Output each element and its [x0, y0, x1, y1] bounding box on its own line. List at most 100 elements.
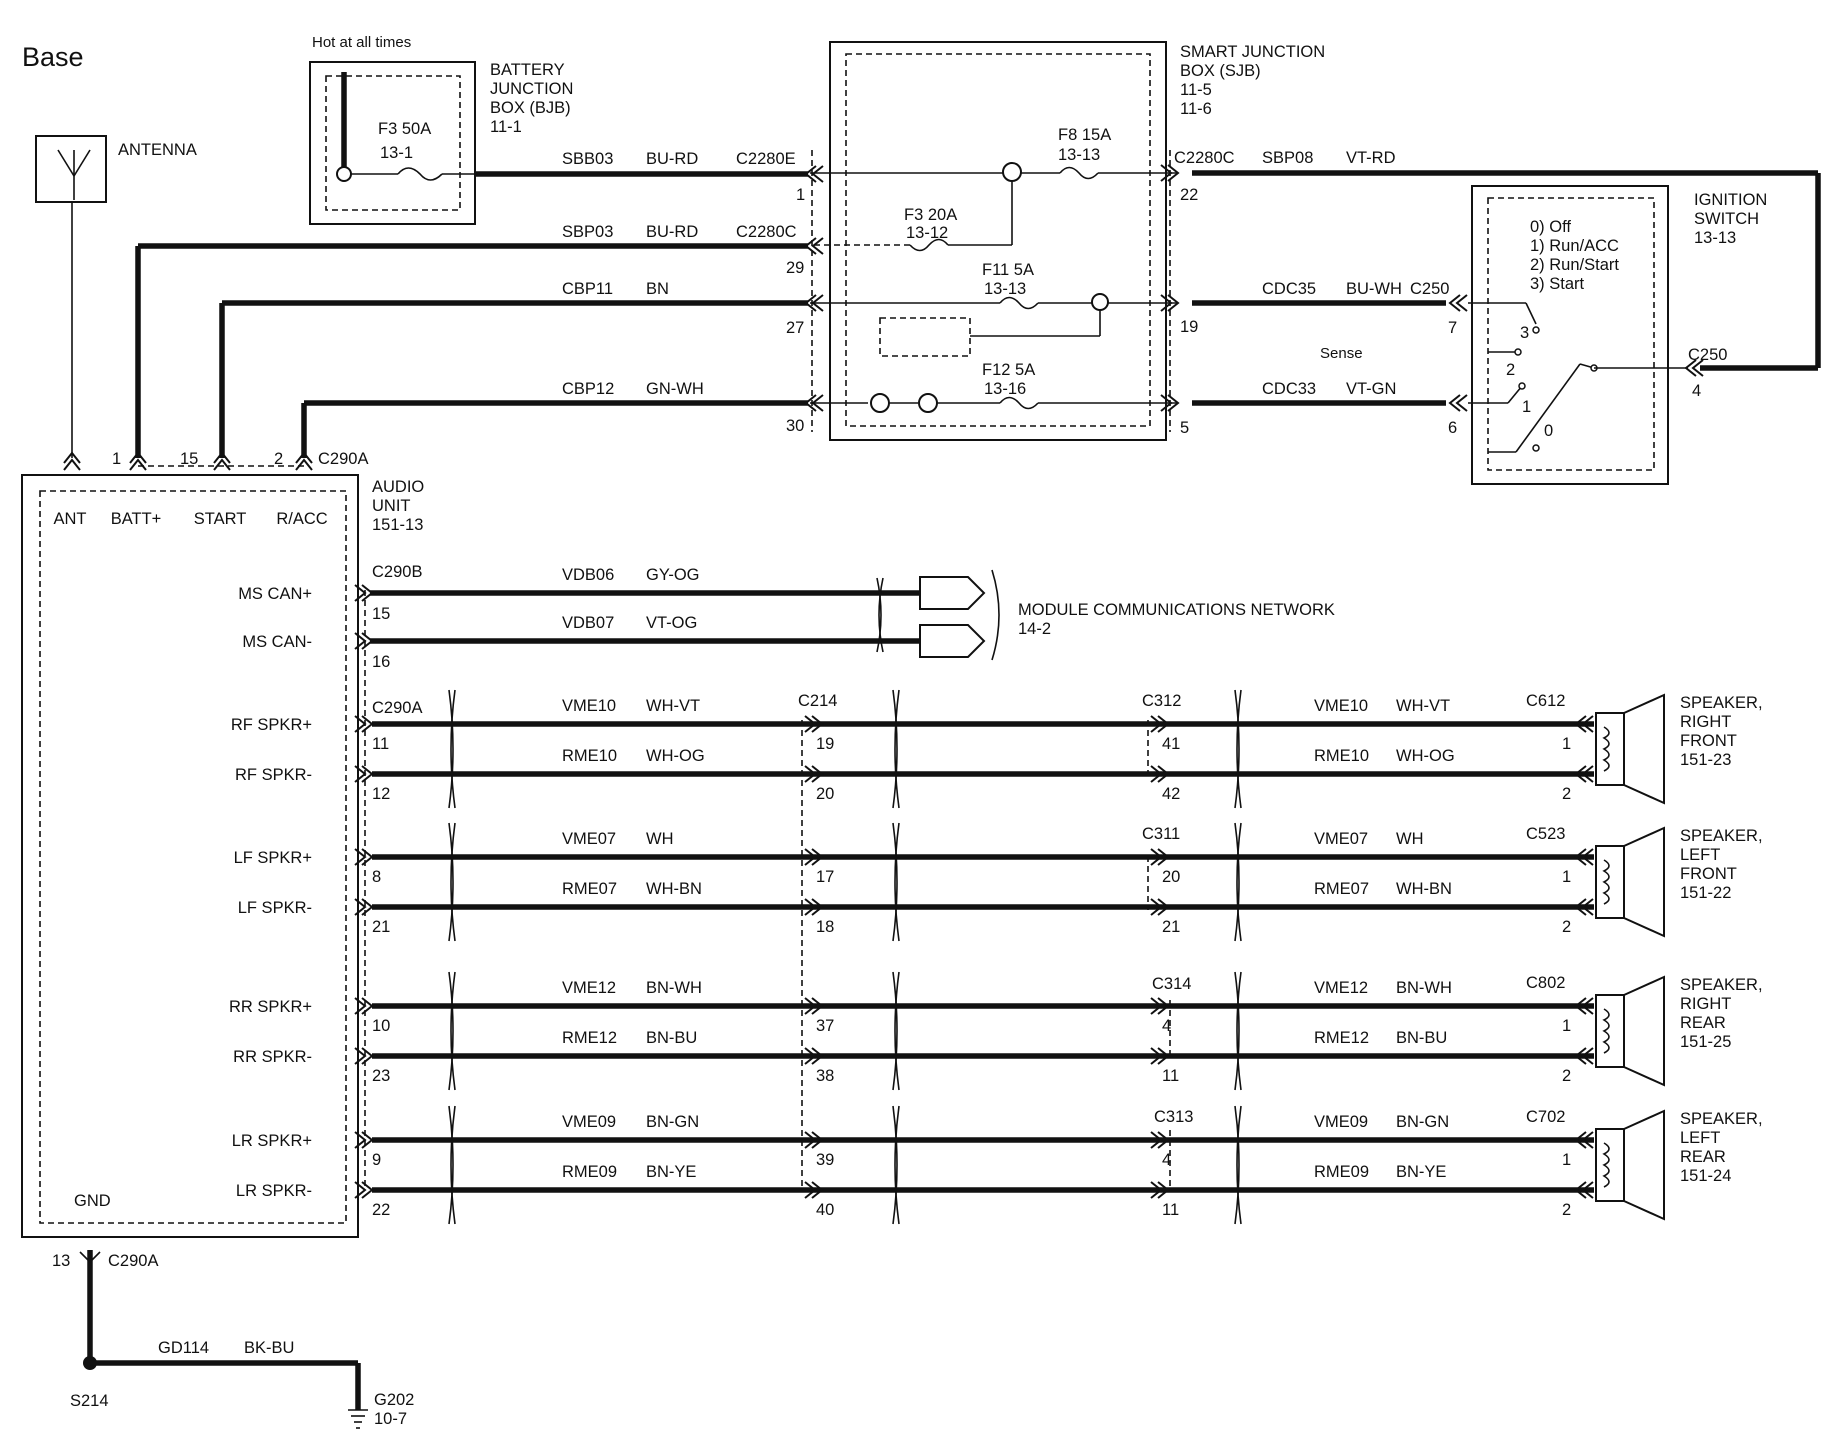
pin-label: 42 [1162, 785, 1180, 803]
circuit-label: SBP08 [1262, 149, 1313, 167]
connector-arrow [811, 165, 824, 183]
connector-arrow [361, 1131, 374, 1149]
connector-arrow [1574, 715, 1587, 733]
connector-arrow [354, 898, 367, 916]
twisted-pair-mark [894, 689, 900, 809]
speaker-label: 151-22 [1680, 884, 1731, 902]
pin-label: 1 [796, 186, 805, 204]
smart-junction-box [811, 41, 1171, 441]
connector-label: C523 [1526, 825, 1565, 843]
connector-arrow [1574, 1181, 1587, 1199]
switch-contact [1532, 444, 1540, 452]
network-label: 14-2 [1018, 620, 1051, 638]
connector-arrow [361, 765, 374, 783]
ignition-position: 3) Start [1530, 275, 1585, 293]
audio-pin-label: LR SPKR+ [232, 1132, 312, 1150]
connector-arrow [1581, 765, 1594, 783]
pin-label: 2 [1562, 1067, 1571, 1085]
circuit-label: CBP11 [562, 280, 613, 298]
connector-arrow [804, 294, 817, 312]
twisted-pair-mark [876, 577, 882, 653]
wire-color-label: GN-WH [646, 380, 704, 398]
sjb-label: BOX (SJB) [1180, 62, 1261, 80]
speaker-label: 151-25 [1680, 1033, 1731, 1051]
pin-label: 9 [372, 1151, 381, 1169]
wire-color-label: BK-BU [244, 1339, 294, 1357]
wire-color-label: VT-RD [1346, 149, 1396, 167]
twisted-pair-mark [894, 822, 900, 942]
connector-label: C214 [798, 692, 837, 710]
connector-arrow [129, 451, 147, 464]
switch-lead [1525, 302, 1537, 325]
connector-arrow [354, 1181, 367, 1199]
sjb-label: SMART JUNCTION [1180, 43, 1325, 61]
harness-guides [364, 590, 1171, 1190]
twisted-pair-mark [450, 971, 456, 1091]
audio-pin-label: RR SPKR- [233, 1048, 312, 1066]
connector-arrow [1574, 1047, 1587, 1065]
speaker-cone [1623, 975, 1665, 1087]
audio-pin-label: RF SPKR+ [231, 716, 312, 734]
sjb-fuse-f8-ref: 13-13 [1058, 146, 1100, 164]
connector-arrow [811, 1131, 824, 1149]
speaker-label: 151-24 [1680, 1167, 1731, 1185]
audio-pin-label: RF SPKR- [235, 766, 312, 784]
sjb-fuse-f3-ref: 13-12 [906, 224, 948, 242]
connector-label: C313 [1154, 1108, 1193, 1126]
connector-arrow [1157, 765, 1170, 783]
circuit-label: VME09 [562, 1113, 616, 1131]
speaker-label: SPEAKER, [1680, 1110, 1763, 1128]
connector-label: C250 [1410, 280, 1449, 298]
pin-label: 8 [372, 868, 381, 886]
connector-label: C311 [1142, 825, 1180, 843]
connector-arrow [1150, 765, 1163, 783]
connector-arrow [1160, 294, 1173, 312]
speaker-label: SPEAKER, [1680, 976, 1763, 994]
connector-arrow [1160, 394, 1173, 412]
pin-label: 23 [372, 1067, 390, 1085]
wire-color-label: WH-BN [1396, 880, 1452, 898]
connector-arrow [1574, 997, 1587, 1015]
twisted-pair-mark [894, 971, 900, 1091]
wire-color-label: BN-BU [646, 1029, 697, 1047]
connector-label: C290A [108, 1252, 158, 1270]
switch-contact-label: 0 [1544, 422, 1553, 440]
pin-label: 38 [816, 1067, 834, 1085]
connector-arrow [804, 165, 817, 183]
twisted-pair-mark [1234, 971, 1240, 1091]
connector-arrow [1574, 898, 1587, 916]
wire-color-label: BN-YE [646, 1163, 696, 1181]
pin-label: 4 [1692, 382, 1701, 400]
audio-unit-pin-label: BATT+ [111, 510, 162, 528]
twisted-pair-mark [1236, 971, 1242, 1091]
connector-arrow [1150, 898, 1163, 916]
ground-point-label: G202 [374, 1391, 414, 1409]
connector-label: C314 [1152, 975, 1191, 993]
network-connector [919, 576, 986, 610]
connector-arrow [1448, 294, 1461, 312]
pin-label: 4 [1162, 1151, 1171, 1169]
wire-color-label: WH [1396, 830, 1424, 848]
audio-pin-label: LF SPKR- [238, 899, 312, 917]
twisted-pair-mark [1234, 822, 1240, 942]
circuit-label: VME07 [562, 830, 616, 848]
wire-color-label: WH-OG [646, 747, 705, 765]
battery-junction-box: F3 50A 13-1 [309, 61, 476, 225]
connector-arrow [361, 898, 374, 916]
connector-arrow [1691, 359, 1704, 377]
connector-label: C312 [1142, 692, 1181, 710]
connector-arrow [1167, 294, 1180, 312]
connector-arrow [804, 1047, 817, 1065]
connector-arrow [295, 451, 313, 464]
twisted-pair-mark [448, 971, 454, 1091]
speaker-label: LEFT [1680, 1129, 1720, 1147]
audio-unit-label: 151-13 [372, 516, 423, 534]
ignition-position: 2) Run/Start [1530, 256, 1619, 274]
sjb-fuse-f3: F3 20A [904, 206, 957, 224]
pin-label: 19 [816, 735, 834, 753]
pin-label: 41 [1162, 735, 1180, 753]
ground-circuit [79, 1250, 368, 1429]
speaker-body [1595, 994, 1625, 1068]
connector-label: C290A [318, 450, 368, 468]
connector-label: C290A [372, 699, 422, 717]
